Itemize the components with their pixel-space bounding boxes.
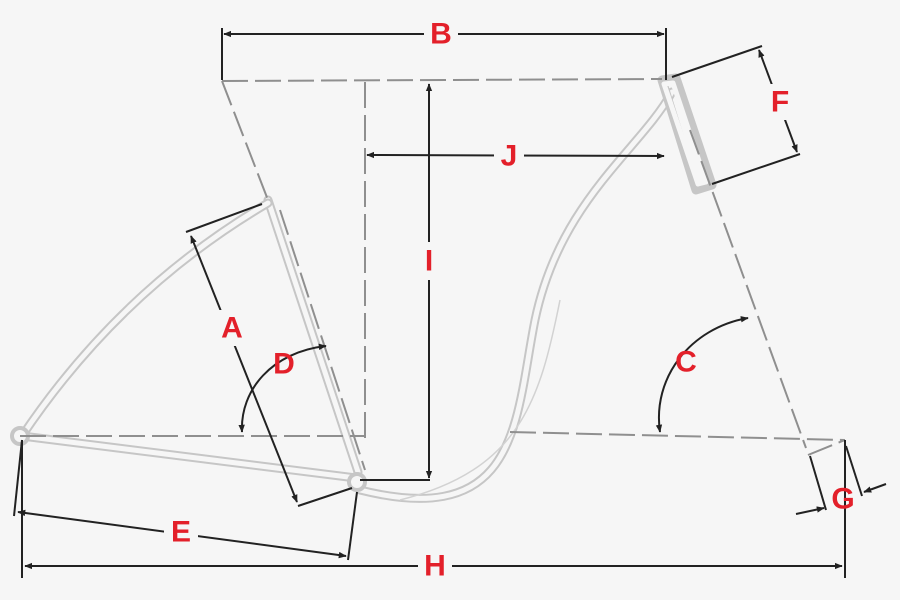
- dimension-g-arrow-left: [795, 506, 825, 515]
- dimension-g-ext-left: [809, 455, 827, 511]
- label-f: F: [771, 86, 789, 119]
- dimension-labels: B J I A D C E F H G: [164, 16, 855, 584]
- fork-line: [807, 439, 846, 456]
- seat-tube: [263, 195, 363, 477]
- seat-tube-extension-line: [221, 80, 269, 201]
- label-i: I: [425, 245, 433, 278]
- label-h: H: [424, 550, 446, 583]
- label-j: J: [501, 140, 518, 173]
- bottom-bracket: [347, 472, 367, 492]
- chain-stay: [17, 431, 361, 483]
- label-d: D: [273, 348, 295, 381]
- top-reference-line: [221, 78, 663, 82]
- seat-stay: [17, 198, 273, 441]
- dimension-f-ext-bottom: [711, 153, 801, 185]
- dimension-d-arc: [238, 343, 327, 433]
- label-c: C: [675, 346, 697, 379]
- dimension-e-ext-right: [347, 491, 358, 561]
- dimension-e-ext-left: [13, 439, 23, 517]
- front-axle-horizontal-line: [509, 431, 846, 441]
- dimension-c-arc: [655, 316, 749, 433]
- head-tube-axis-line: [689, 129, 807, 449]
- dimension-g-ext-right: [845, 445, 863, 497]
- dimension-a-ext-top: [185, 203, 263, 233]
- label-b: B: [430, 18, 452, 51]
- label-e: E: [171, 516, 191, 549]
- label-a: A: [221, 312, 243, 345]
- dimension-a-ext-bottom: [297, 487, 353, 507]
- dimension-g-arrow-right: [863, 483, 887, 493]
- seat-tube-axis-line: [279, 209, 366, 471]
- head-tube: [657, 73, 717, 195]
- dimension-f-ext-top: [671, 45, 763, 78]
- label-g: G: [831, 483, 854, 516]
